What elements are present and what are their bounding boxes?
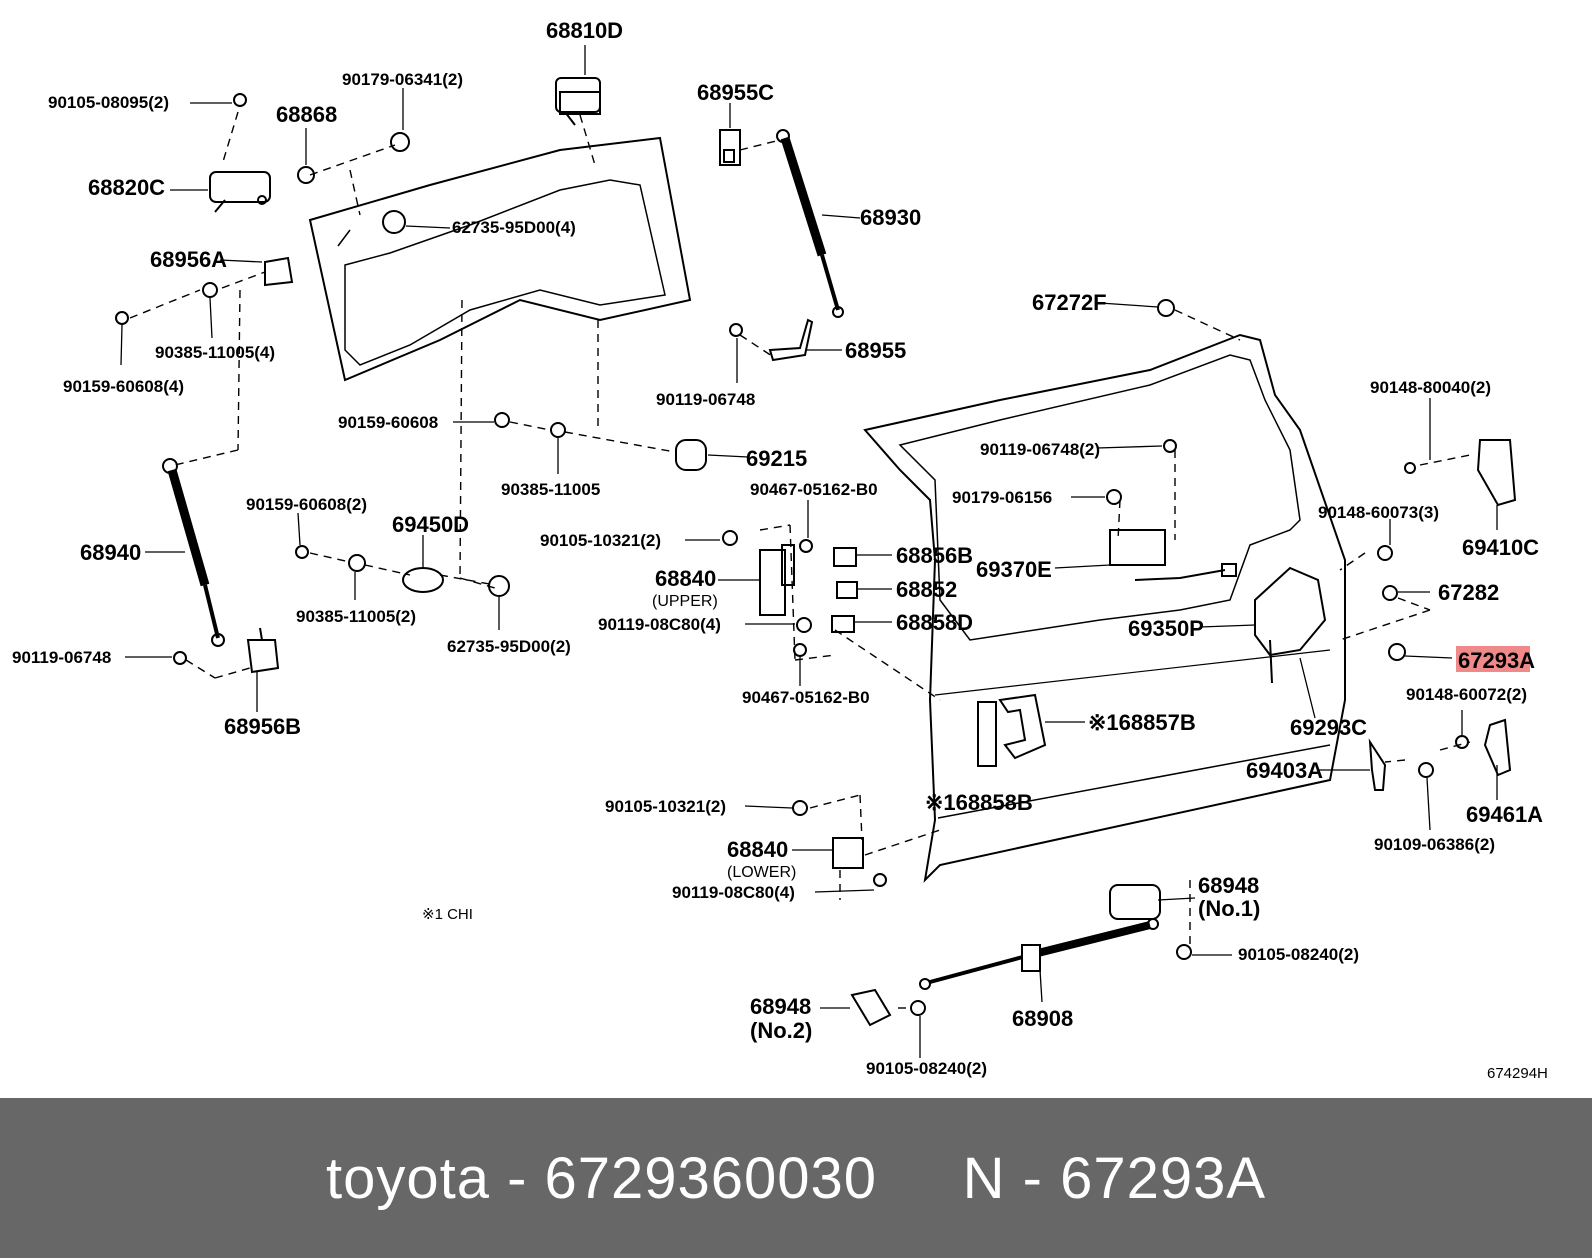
footer-banner: toyota - 6729360030 N - 67293A	[0, 1098, 1592, 1258]
guide-68840-lower	[832, 837, 864, 869]
label-90385-11005-4: 90385-11005(4)	[155, 343, 275, 362]
label-90179-06156: 90179-06156	[952, 488, 1052, 507]
label-90109-06386: 90109-06386(2)	[1374, 835, 1495, 854]
labels: 68810D 90105-08095(2) 90179-06341(2) 688…	[12, 18, 1548, 1082]
hinge-68820C	[209, 171, 271, 213]
damper-68908	[919, 918, 1159, 990]
label-67293A: 67293A	[1458, 648, 1535, 673]
label-68840-upper: 68840	[655, 566, 716, 591]
label-69293C: 69293C	[1290, 715, 1367, 740]
label-90179-06341: 90179-06341(2)	[342, 70, 463, 89]
gas-strut-68940	[162, 458, 225, 647]
label-90105-08240-b: 90105-08240(2)	[866, 1059, 987, 1078]
guide-68840-upper	[759, 544, 795, 616]
label-90119-08C80-a: 90119-08C80(4)	[598, 615, 721, 634]
fasteners	[115, 93, 1469, 1016]
footer-title: toyota - 6729360030 N - 67293A	[325, 1145, 1267, 1211]
lock-69370E	[1109, 529, 1237, 581]
label-90105-08095: 90105-08095(2)	[48, 93, 169, 112]
label-69215: 69215	[746, 446, 807, 471]
label-90385-11005: 90385-11005	[501, 480, 600, 499]
label-69370E: 69370E	[976, 557, 1052, 582]
hinge-68810D	[555, 77, 601, 126]
leader-lines	[120, 45, 1498, 1058]
bracket-69403A	[1368, 738, 1387, 791]
label-90105-10321-b: 90105-10321(2)	[605, 797, 726, 816]
label-upper: (UPPER)	[652, 593, 718, 610]
assembly-lines	[129, 111, 1471, 1009]
gas-strut-68930	[776, 129, 844, 318]
label-no1: (No.1)	[1198, 896, 1260, 921]
stopper-68948-no2	[850, 988, 892, 1027]
label-no2: (No.2)	[750, 1018, 812, 1043]
label-90119-06748-a: 90119-06748	[656, 390, 755, 409]
label-90148-60073: 90148-60073(3)	[1318, 503, 1439, 522]
label-lower: (LOWER)	[727, 864, 796, 881]
label-69461A: 69461A	[1466, 802, 1543, 827]
stopper-68948-no1	[1109, 884, 1161, 920]
label-90105-08240-a: 90105-08240(2)	[1238, 945, 1359, 964]
label-68908: 68908	[1012, 1006, 1073, 1031]
label-90467-05162-B0-a: 90467-05162-B0	[750, 480, 878, 499]
label-68940: 68940	[80, 540, 141, 565]
bracket-68956B	[246, 627, 280, 674]
label-62735-95D00-2: 62735-95D00(2)	[447, 637, 571, 656]
label-90159-60608-4: 90159-60608(4)	[63, 377, 184, 396]
label-68955: 68955	[845, 338, 906, 363]
label-69450D: 69450D	[392, 512, 469, 537]
bumper-69461A	[1483, 718, 1512, 777]
label-note: ※1 CHI	[422, 906, 473, 923]
window-glass	[308, 136, 692, 382]
lock-69350P	[1254, 566, 1327, 684]
label-68840-lower: 68840	[727, 837, 788, 862]
label-90105-10321-a: 90105-10321(2)	[540, 531, 661, 550]
label-68930: 68930	[860, 205, 921, 230]
bracket-68956A	[264, 256, 294, 287]
label-90159-60608: 90159-60608	[338, 413, 438, 432]
cushion-69215	[675, 439, 707, 471]
bracket-68955C	[719, 129, 741, 166]
striker-69410C	[1476, 439, 1517, 507]
label-68868: 68868	[276, 102, 337, 127]
label-69410C: 69410C	[1462, 535, 1539, 560]
label-68810D: 68810D	[546, 18, 623, 43]
label-90148-60072: 90148-60072(2)	[1406, 685, 1527, 704]
label-90148-80040: 90148-80040(2)	[1370, 378, 1491, 397]
label-68956A: 68956A	[150, 247, 227, 272]
label-68820C: 68820C	[88, 175, 165, 200]
back-door-panel	[863, 333, 1346, 883]
label-68956B: 68956B	[224, 714, 301, 739]
label-68948-no1: 68948	[1198, 873, 1259, 898]
label-90119-06748-b: 90119-06748	[12, 648, 111, 667]
label-68857B: ※168857B	[1088, 710, 1196, 735]
label-90385-11005-2: 90385-11005(2)	[296, 607, 416, 626]
label-90119-08C80-b: 90119-08C80(4)	[672, 883, 795, 902]
stop-69450D	[402, 567, 444, 593]
label-62735-95D00-4: 62735-95D00(4)	[452, 218, 576, 237]
bracket-68955	[768, 318, 814, 362]
parts-diagram: 68810D 90105-08095(2) 90179-06341(2) 688…	[12, 18, 1548, 1082]
label-68948-no2: 68948	[750, 994, 811, 1019]
label-68856B: 68856B	[896, 543, 973, 568]
label-68858B: ※168858B	[925, 790, 1033, 815]
label-reference-code: 674294H	[1487, 1065, 1548, 1082]
label-67282: 67282	[1438, 580, 1499, 605]
highlight-67293A	[1456, 646, 1530, 672]
label-90159-60608-2: 90159-60608(2)	[246, 495, 367, 514]
label-90467-05162-B0-b: 90467-05162-B0	[742, 688, 870, 707]
label-68852: 68852	[896, 577, 957, 602]
handle-68857B	[977, 693, 1047, 767]
label-68955C: 68955C	[697, 80, 774, 105]
label-68858D: 68858D	[896, 610, 973, 635]
label-69403A: 69403A	[1246, 758, 1323, 783]
label-90119-06748-2: 90119-06748(2)	[980, 440, 1100, 459]
label-69350P: 69350P	[1128, 616, 1204, 641]
label-67272F: 67272F	[1032, 290, 1107, 315]
